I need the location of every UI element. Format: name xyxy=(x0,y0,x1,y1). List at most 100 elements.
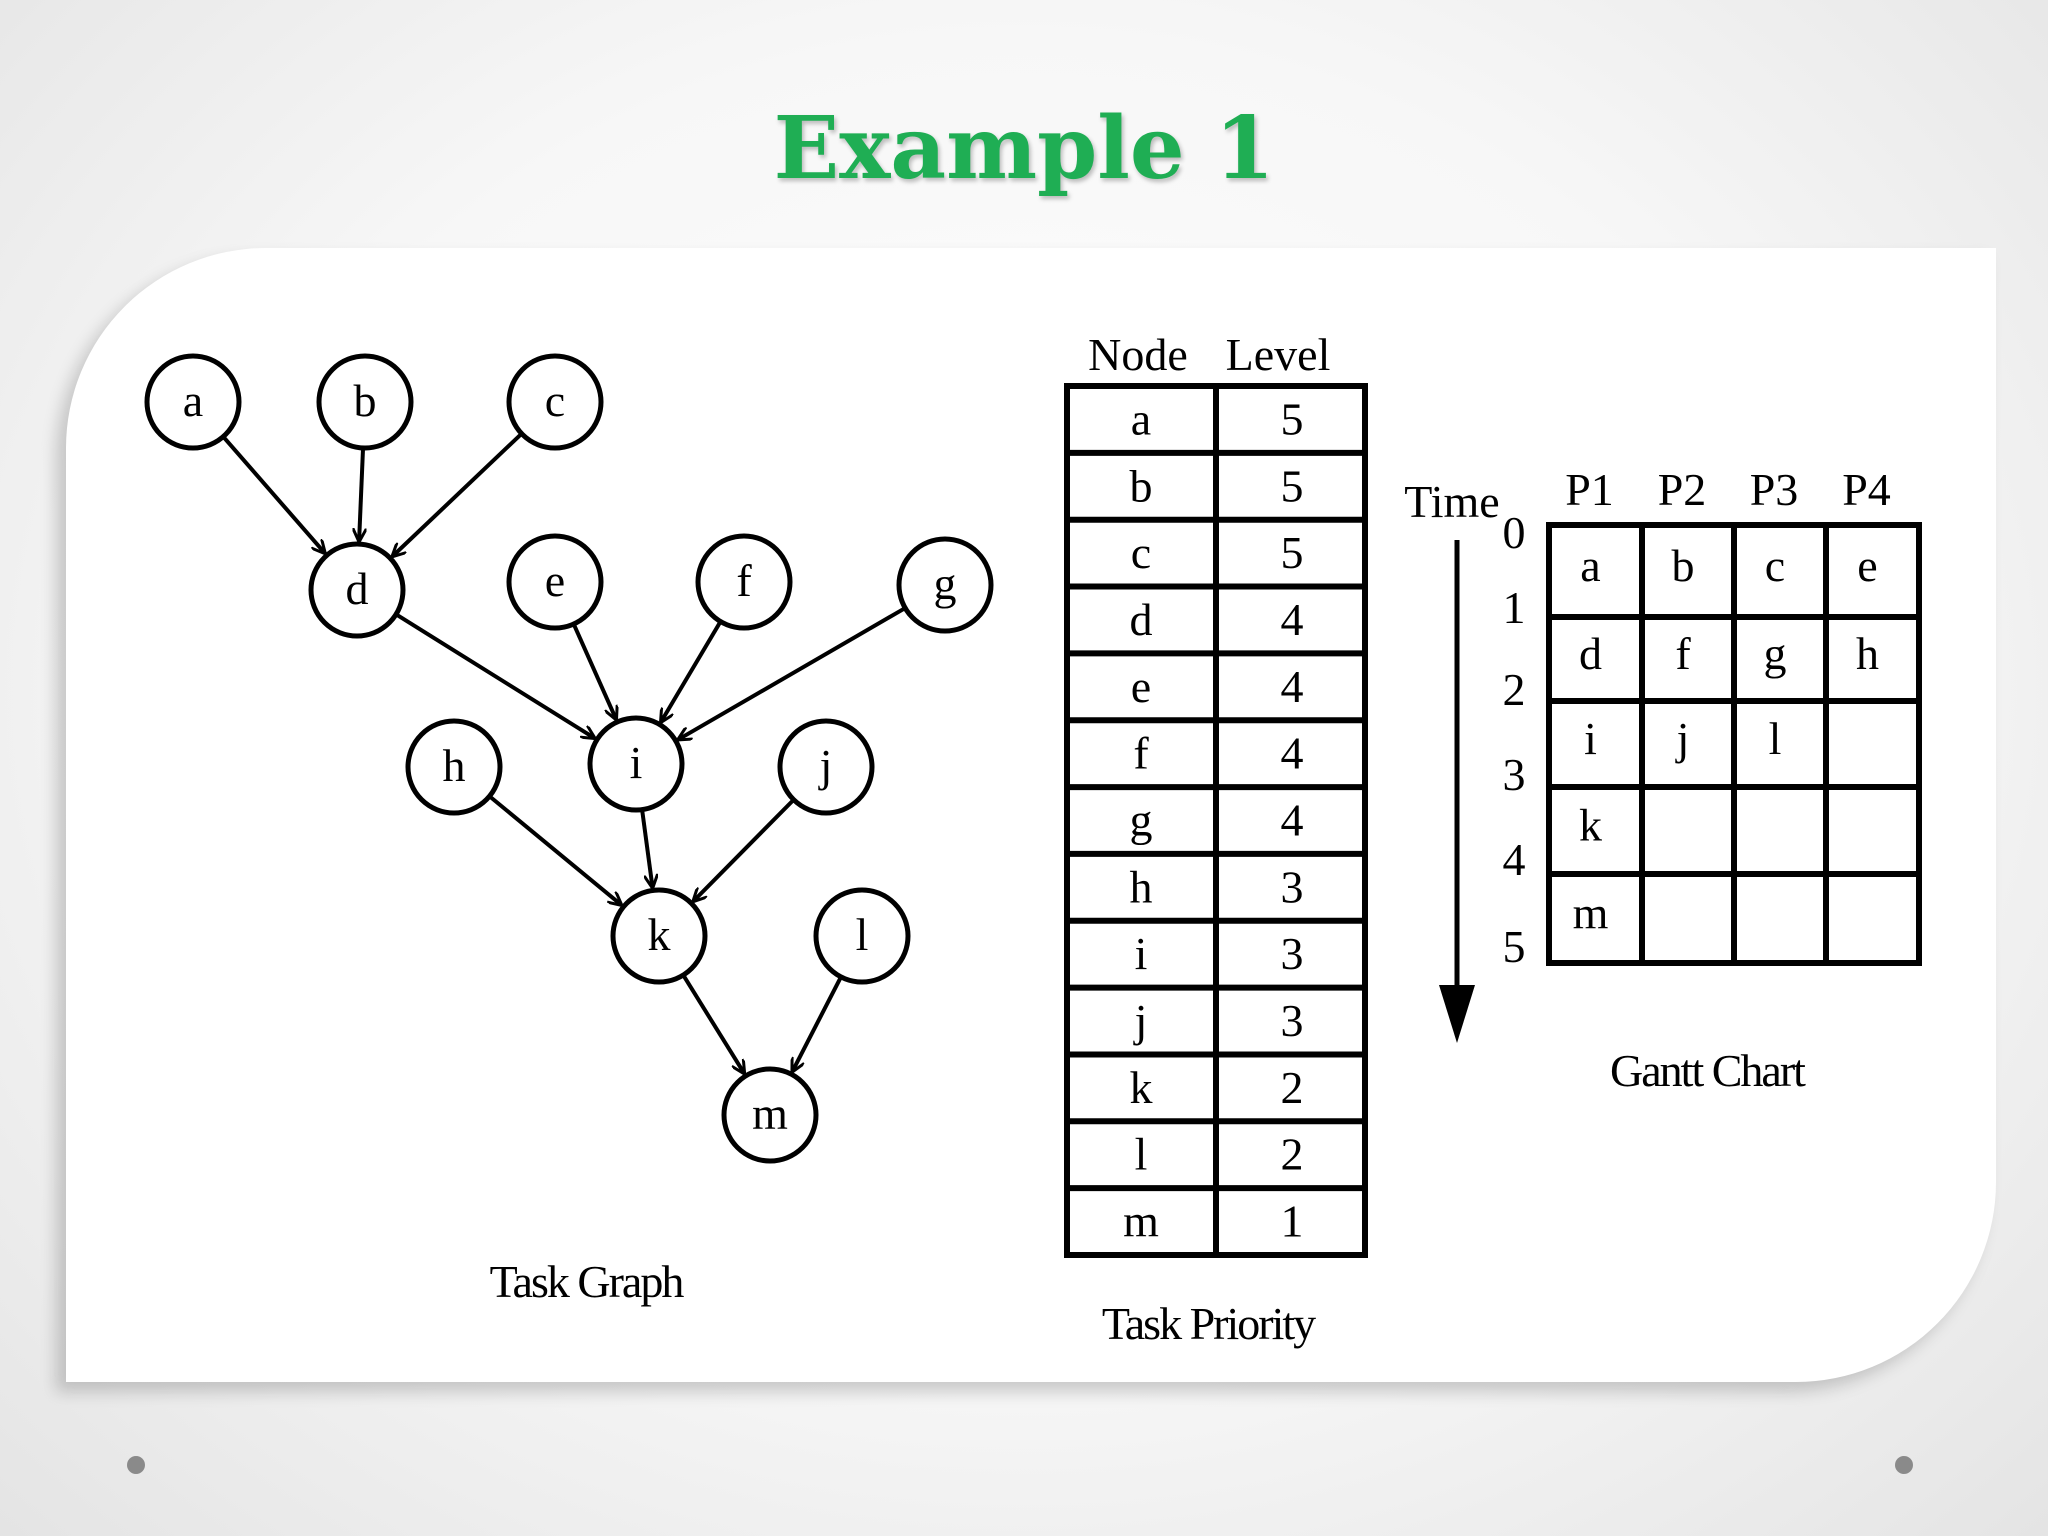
priority-node: m xyxy=(1123,1196,1159,1247)
edge-a-d xyxy=(221,435,325,553)
priority-node: l xyxy=(1135,1129,1148,1180)
node-circle xyxy=(813,887,911,985)
priority-level: 1 xyxy=(1281,1196,1304,1247)
priority-level: 4 xyxy=(1281,594,1304,645)
node-label: e xyxy=(545,555,565,606)
priority-node: i xyxy=(1135,928,1148,979)
priority-level: 3 xyxy=(1281,928,1304,979)
gantt-cell-task: i xyxy=(1584,713,1597,764)
bullet-right xyxy=(1895,1456,1913,1474)
node-circle xyxy=(695,533,793,631)
node-circle xyxy=(405,718,503,816)
priority-level: 3 xyxy=(1281,995,1304,1046)
edge-b-d xyxy=(359,447,363,541)
priority-level: 2 xyxy=(1281,1129,1304,1180)
graph-node-h: h xyxy=(405,718,503,816)
node-label: i xyxy=(630,737,643,788)
node-circle xyxy=(506,353,604,451)
priority-header-node: Node xyxy=(1088,329,1188,380)
node-label: g xyxy=(934,558,957,609)
edge-h-k xyxy=(488,794,621,905)
processor-header: P1 xyxy=(1565,464,1614,515)
edge-f-i xyxy=(661,620,723,722)
node-label: m xyxy=(752,1088,788,1139)
edge-k-m xyxy=(681,974,744,1073)
priority-level: 5 xyxy=(1281,527,1304,578)
node-circle xyxy=(144,353,242,451)
task-priority-caption: Task Priority xyxy=(1102,1298,1316,1349)
time-arrow-head xyxy=(1439,985,1475,1043)
graph-node-a: a xyxy=(144,353,242,451)
gantt-cell-task: h xyxy=(1856,628,1879,679)
gantt-cell-task: f xyxy=(1675,628,1691,679)
gantt-cell-task: k xyxy=(1579,800,1602,851)
graph-node-d: d xyxy=(308,541,406,639)
priority-level: 5 xyxy=(1281,460,1304,511)
priority-level: 4 xyxy=(1281,661,1304,712)
edge-l-m xyxy=(792,975,843,1072)
priority-node: f xyxy=(1133,728,1149,779)
gantt-cell-task: g xyxy=(1764,628,1787,679)
priority-level: 4 xyxy=(1281,795,1304,846)
processor-header: P4 xyxy=(1842,464,1891,515)
priority-node: d xyxy=(1130,594,1153,645)
gantt-chart-caption: Gantt Chart xyxy=(1610,1045,1806,1096)
time-tick: 1 xyxy=(1503,582,1526,633)
time-tick: 2 xyxy=(1503,664,1526,715)
time-label: Time xyxy=(1404,476,1499,527)
graph-node-e: e xyxy=(506,533,604,631)
node-label: f xyxy=(736,555,752,606)
gantt-cell-task: d xyxy=(1579,628,1602,679)
graph-node-f: f xyxy=(695,533,793,631)
priority-header-level: Level xyxy=(1226,329,1331,380)
node-label: j xyxy=(818,740,833,791)
gantt-cell-task: l xyxy=(1769,713,1782,764)
processor-header: P2 xyxy=(1658,464,1707,515)
processor-headers: P1 P2 P3 P4 xyxy=(1565,464,1891,515)
node-label: c xyxy=(545,375,565,426)
gantt-grid xyxy=(1546,522,1922,966)
graph-node-b: b xyxy=(316,353,414,451)
processor-header: P3 xyxy=(1750,464,1799,515)
node-circle xyxy=(610,887,708,985)
node-circle xyxy=(896,536,994,634)
node-label: b xyxy=(354,375,377,426)
priority-node: k xyxy=(1130,1062,1153,1113)
gantt-cell-task: m xyxy=(1573,888,1609,939)
gantt-cell-task: j xyxy=(1675,713,1690,764)
edge-c-d xyxy=(393,432,524,557)
edge-e-i xyxy=(571,623,616,719)
priority-node: g xyxy=(1130,795,1153,846)
node-label: d xyxy=(346,563,369,614)
gantt-cell-task: b xyxy=(1672,540,1695,591)
node-circle xyxy=(721,1066,819,1164)
edge-d-i xyxy=(394,612,594,738)
node-label: h xyxy=(443,740,466,791)
node-circle xyxy=(308,541,406,639)
priority-node: e xyxy=(1131,661,1151,712)
time-tick: 5 xyxy=(1503,921,1526,972)
gantt-cell-task: a xyxy=(1580,540,1600,591)
graph-node-j: j xyxy=(777,718,875,816)
priority-node: h xyxy=(1130,861,1153,912)
task-graph-caption: Task Graph xyxy=(490,1256,685,1307)
node-circle xyxy=(506,533,604,631)
edge-g-i xyxy=(678,606,907,739)
